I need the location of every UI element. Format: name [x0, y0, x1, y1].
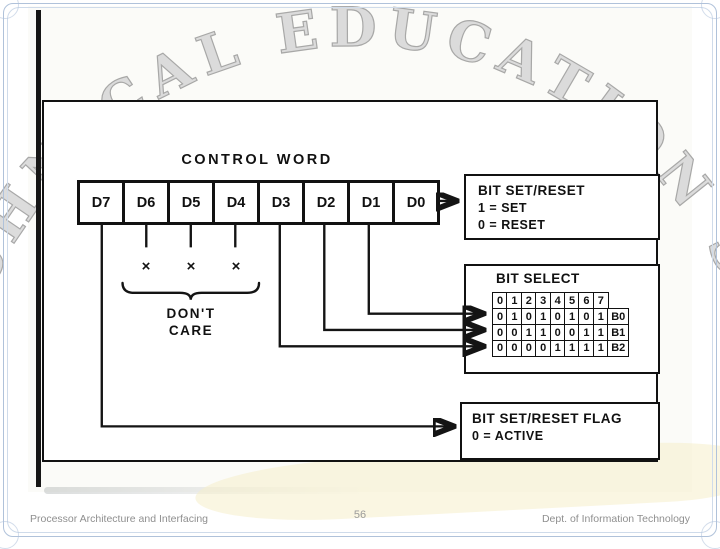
row-label-b0: B0	[607, 307, 630, 326]
row-label-b1: B1	[607, 323, 630, 342]
dont-care-label-line1: DON'T	[166, 306, 216, 321]
diagram-title: CONTROL WORD	[181, 152, 333, 168]
bit-select-row-b2: 0 0 0 0 1 1 1 1 B2	[492, 339, 630, 358]
arrow-d3-to-b2	[278, 223, 482, 347]
bit-cell-d0: D0	[392, 180, 440, 225]
bit-cell-d2: D2	[302, 180, 350, 225]
bit-select-row-b0: 0 1 0 1 0 1 0 1 B0	[492, 307, 630, 326]
bit-select-header-row: 0 1 2 3 4 5 6 7	[492, 292, 629, 310]
bit-set-reset-box: BIT SET/RESET 1 = SET 0 = RESET	[464, 174, 660, 240]
footer-page-number: 56	[353, 509, 367, 521]
corner-scallop	[701, 521, 720, 549]
bit-set-reset-line2: 0 = RESET	[478, 218, 546, 232]
scan-edge-bar	[36, 10, 41, 487]
bit-cell-d7: D7	[77, 180, 125, 225]
row-label-b2: B2	[607, 339, 630, 358]
bit-cell-d6: D6	[122, 180, 170, 225]
arrow-d2-to-b1	[323, 223, 481, 330]
control-word-bit-row: D7 D6 D5 D4 D3 D2 D1 D0	[77, 180, 440, 225]
dont-care-mark: ×	[231, 258, 241, 275]
bit-set-reset-flag-box: BIT SET/RESET FLAG 0 = ACTIVE	[460, 402, 660, 460]
bit-select-row-b1: 0 0 1 1 0 0 1 1 B1	[492, 323, 630, 342]
dont-care-mark: ×	[186, 258, 196, 275]
flag-box-line1: 0 = ACTIVE	[472, 429, 544, 443]
bit-cell-d3: D3	[257, 180, 305, 225]
bit-set-reset-line1: 1 = SET	[478, 201, 528, 215]
dont-care-brace	[121, 281, 261, 300]
bit-select-title: BIT SELECT	[496, 271, 580, 286]
dont-care-label-line2: CARE	[168, 323, 214, 338]
corner-scallop	[701, 0, 720, 19]
footer-department: Dept. of Information Technology	[541, 513, 690, 525]
table-cell: 7	[592, 292, 609, 310]
bit-select-box: BIT SELECT 0 1 2 3 4 5 6 7 0 1 0 1 0 1 0…	[464, 264, 660, 374]
dont-care-mark: ×	[141, 258, 151, 275]
bit-cell-d5: D5	[167, 180, 215, 225]
bit-cell-d4: D4	[212, 180, 260, 225]
control-word-diagram: CONTROL WORD D7 D6 D5 D4 D3 D2 D1 D0 × ×…	[42, 100, 660, 462]
flag-box-title: BIT SET/RESET FLAG	[472, 411, 623, 426]
footer-course-title: Processor Architecture and Interfacing	[30, 513, 209, 525]
bit-select-table: 0 1 2 3 4 5 6 7 0 1 0 1 0 1 0 1 B0 0	[492, 292, 630, 358]
bit-set-reset-title: BIT SET/RESET	[478, 183, 586, 198]
bit-cell-d1: D1	[347, 180, 395, 225]
